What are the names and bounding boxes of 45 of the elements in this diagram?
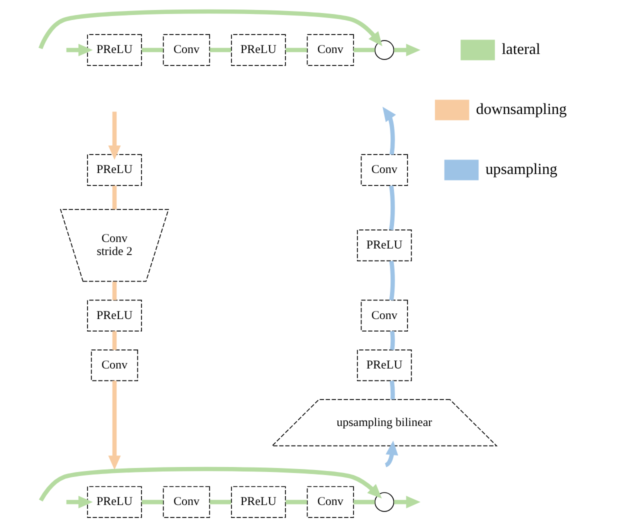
node-circle (374, 40, 394, 60)
connector (390, 330, 394, 350)
connector (209, 500, 231, 504)
node-box: PReLU (356, 230, 412, 262)
arrow (66, 496, 92, 508)
arrow (394, 44, 420, 56)
node-box: Conv (162, 486, 210, 518)
arrow (384, 440, 398, 468)
node-box: Conv (306, 486, 354, 518)
node-box: PReLU (86, 300, 142, 332)
connector (388, 185, 394, 230)
arrow (66, 44, 92, 56)
node-box: PReLU (86, 154, 142, 186)
connector (389, 380, 394, 400)
node-box: PReLU (356, 349, 412, 382)
connector (209, 48, 231, 52)
connector (141, 48, 163, 52)
connector (112, 331, 116, 350)
node-box: Conv (90, 349, 138, 382)
connector (112, 282, 116, 300)
node-box: Conv (306, 34, 354, 66)
node-circle (374, 492, 394, 512)
arrow (382, 106, 396, 155)
connector (285, 48, 306, 52)
connector (388, 260, 394, 300)
arrow (108, 380, 120, 470)
arrow (394, 496, 420, 508)
arrow (108, 112, 120, 160)
legend-label: lateral (501, 40, 540, 58)
legend-label: upsampling (484, 160, 557, 178)
node-box: Conv (360, 154, 408, 186)
node-box: PReLU (86, 34, 142, 66)
arrow (38, 466, 382, 502)
node-box: PReLU (230, 486, 286, 518)
arrow (38, 9, 382, 50)
connector (141, 500, 163, 504)
connector (353, 48, 374, 52)
node-box: PReLU (86, 486, 142, 518)
legend-label: downsampling (476, 100, 566, 118)
connector (112, 186, 116, 210)
connector (353, 500, 374, 504)
node-box: Conv (360, 300, 408, 332)
connector (285, 500, 306, 504)
node-box: PReLU (230, 34, 286, 66)
node-box: Conv (162, 34, 210, 66)
